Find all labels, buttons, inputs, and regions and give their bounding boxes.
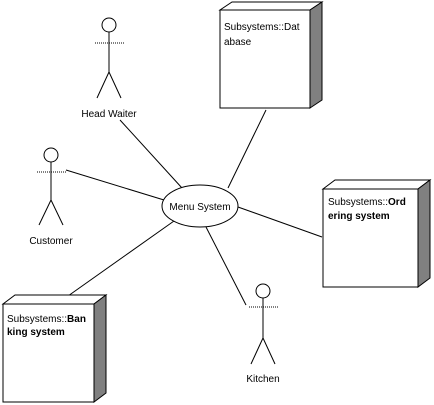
- actor-head: [255, 283, 271, 299]
- actor-head: [101, 17, 117, 33]
- actor-head: [43, 147, 59, 163]
- actor-kitchen[interactable]: Kitchen: [246, 283, 280, 385]
- association-banking: [67, 220, 175, 297]
- actor-head-waiter[interactable]: Head Waiter: [81, 17, 137, 120]
- use-case-menu-system[interactable]: Menu System: [161, 184, 239, 228]
- node-label-line1: Subsystems::Dat: [224, 22, 300, 33]
- association-head-waiter: [119, 119, 183, 189]
- node-database[interactable]: Subsystems::Dat abase: [218, 1, 324, 109]
- actor-leg-left: [250, 337, 264, 365]
- node-banking-system[interactable]: Subsystems::Ban king system: [1, 294, 108, 403]
- node-label-bold: Ord: [388, 197, 406, 208]
- node-label-line1: Subsystems::Ban: [7, 314, 86, 325]
- node-top-face: [1, 294, 108, 305]
- node-label-bold: Ban: [67, 314, 86, 325]
- actor-leg-right: [50, 199, 64, 226]
- node-front-face: [2, 303, 95, 403]
- actor-label: Kitchen: [246, 374, 279, 385]
- actor-leg-left: [38, 199, 52, 226]
- node-front-face: [219, 9, 311, 109]
- node-side-face: [417, 179, 431, 288]
- associations: [65, 109, 323, 306]
- actor-leg-right: [108, 71, 122, 99]
- node-front-face: [322, 188, 419, 288]
- node-label-prefix: Subsystems::: [328, 197, 388, 208]
- association-ordering: [237, 206, 323, 238]
- actor-leg-right: [262, 337, 276, 365]
- use-case-label: Menu System: [169, 202, 230, 213]
- node-label-prefix: Subsystems::: [7, 314, 67, 325]
- use-case-ellipse: [161, 184, 239, 228]
- node-side-face: [93, 294, 107, 403]
- actor-customer[interactable]: Customer: [29, 147, 73, 247]
- node-ordering-system[interactable]: Subsystems::Ord ering system: [321, 179, 432, 288]
- node-label-line1: Subsystems::Ord: [328, 197, 406, 208]
- node-label-prefix: Subsystems::Dat: [224, 22, 300, 33]
- association-customer: [65, 169, 165, 201]
- association-kitchen: [205, 226, 247, 306]
- node-top-face: [321, 179, 432, 190]
- node-label-line2: ering system: [328, 211, 390, 222]
- association-database: [227, 109, 267, 189]
- actor-label: Customer: [29, 236, 73, 247]
- actor-leg-left: [96, 71, 110, 99]
- node-top-face: [218, 1, 324, 11]
- node-label-line2: king system: [7, 327, 65, 338]
- node-label-line2: abase: [224, 37, 252, 48]
- actor-label: Head Waiter: [81, 109, 137, 120]
- node-side-face: [309, 1, 323, 109]
